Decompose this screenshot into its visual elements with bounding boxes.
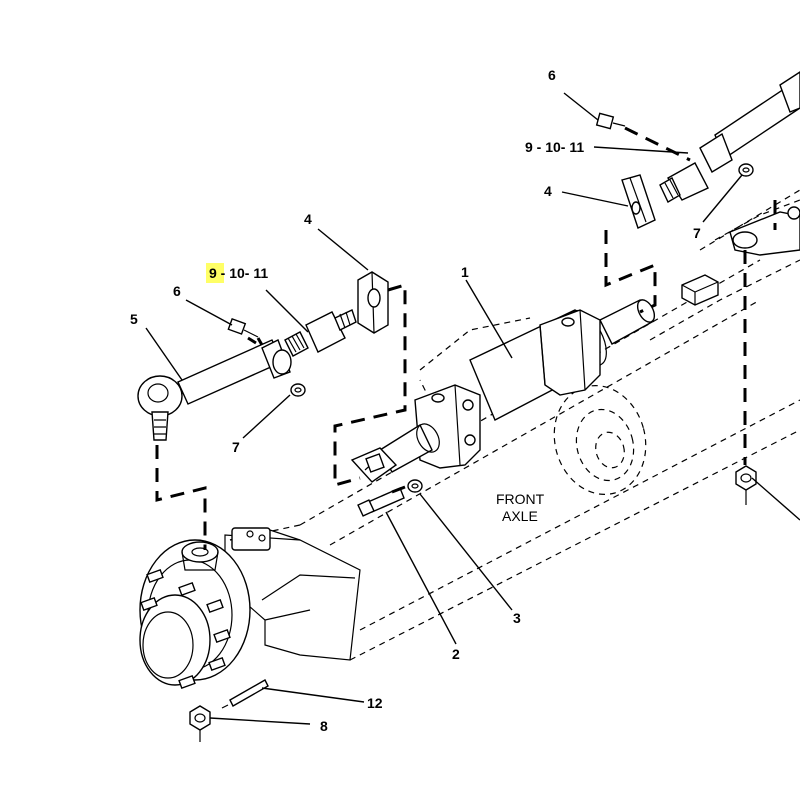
callout-6-left: 6	[173, 283, 181, 299]
leader-lines	[145, 92, 800, 725]
steering-knuckle	[139, 527, 361, 690]
axle-body	[229, 189, 800, 661]
left-tie-rod	[137, 309, 357, 441]
callout-6-right: 6	[548, 67, 556, 83]
callout-3: 3	[513, 610, 521, 626]
bolt-and-pin	[189, 679, 269, 742]
callout-8: 8	[320, 718, 328, 734]
assembly-lines	[155, 126, 777, 550]
callout-1: 1	[461, 264, 469, 280]
caption-front: FRONT	[496, 491, 545, 507]
callout-2: 2	[452, 646, 460, 662]
callout-7-right: 7	[693, 225, 701, 241]
steering-cylinder	[350, 299, 656, 483]
caption-axle: AXLE	[502, 508, 538, 524]
right-mount-plate	[621, 174, 656, 229]
right-tie-rod	[595, 71, 800, 256]
callout-5: 5	[130, 311, 138, 327]
callout-9-10-11-left: 9 - 10- 11	[209, 265, 268, 281]
callout-9-10-11-right: 9 - 10- 11	[525, 139, 584, 155]
left-mount-plate	[357, 271, 389, 334]
pin-and-washer	[357, 479, 423, 517]
right-side-nut	[735, 465, 757, 505]
callout-7-left: 7	[232, 439, 240, 455]
rubber-block	[681, 274, 719, 306]
callout-4-right: 4	[544, 183, 552, 199]
callout-12: 12	[367, 695, 383, 711]
callout-4-left: 4	[304, 211, 312, 227]
highlight-marker	[206, 263, 224, 283]
